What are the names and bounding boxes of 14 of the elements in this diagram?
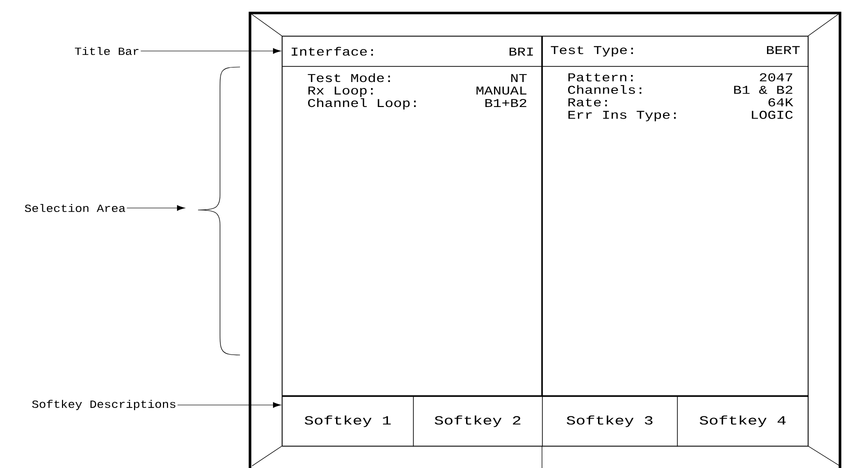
- arrow: [177, 402, 281, 408]
- callout-label: Selection Area: [24, 204, 126, 212]
- softkey-cell: Softkey 3: [542, 396, 678, 447]
- title-bar-cell: Interface: BRI: [282, 36, 543, 67]
- softkey-cell: Softkey 2: [413, 396, 543, 447]
- callout-label: Softkey Descriptions: [32, 400, 176, 410]
- selection-panel: Pattern: 2047 Channels: B1 & B2 Rate: 64K Err Ins Type: LOGIC: [542, 66, 809, 397]
- softkey-cell: Softkey 4: [677, 396, 809, 447]
- softkey-cell: Softkey 1: [282, 396, 414, 447]
- arrow: [140, 48, 281, 54]
- title-bar-cell: Test Type: BERT: [542, 36, 809, 67]
- callout-label: Title Bar: [74, 46, 138, 56]
- arrow: [126, 205, 185, 211]
- selection-panel: Test Mode: NT Rx Loop: MANUAL Channel Loop: B1+B2: [282, 66, 543, 397]
